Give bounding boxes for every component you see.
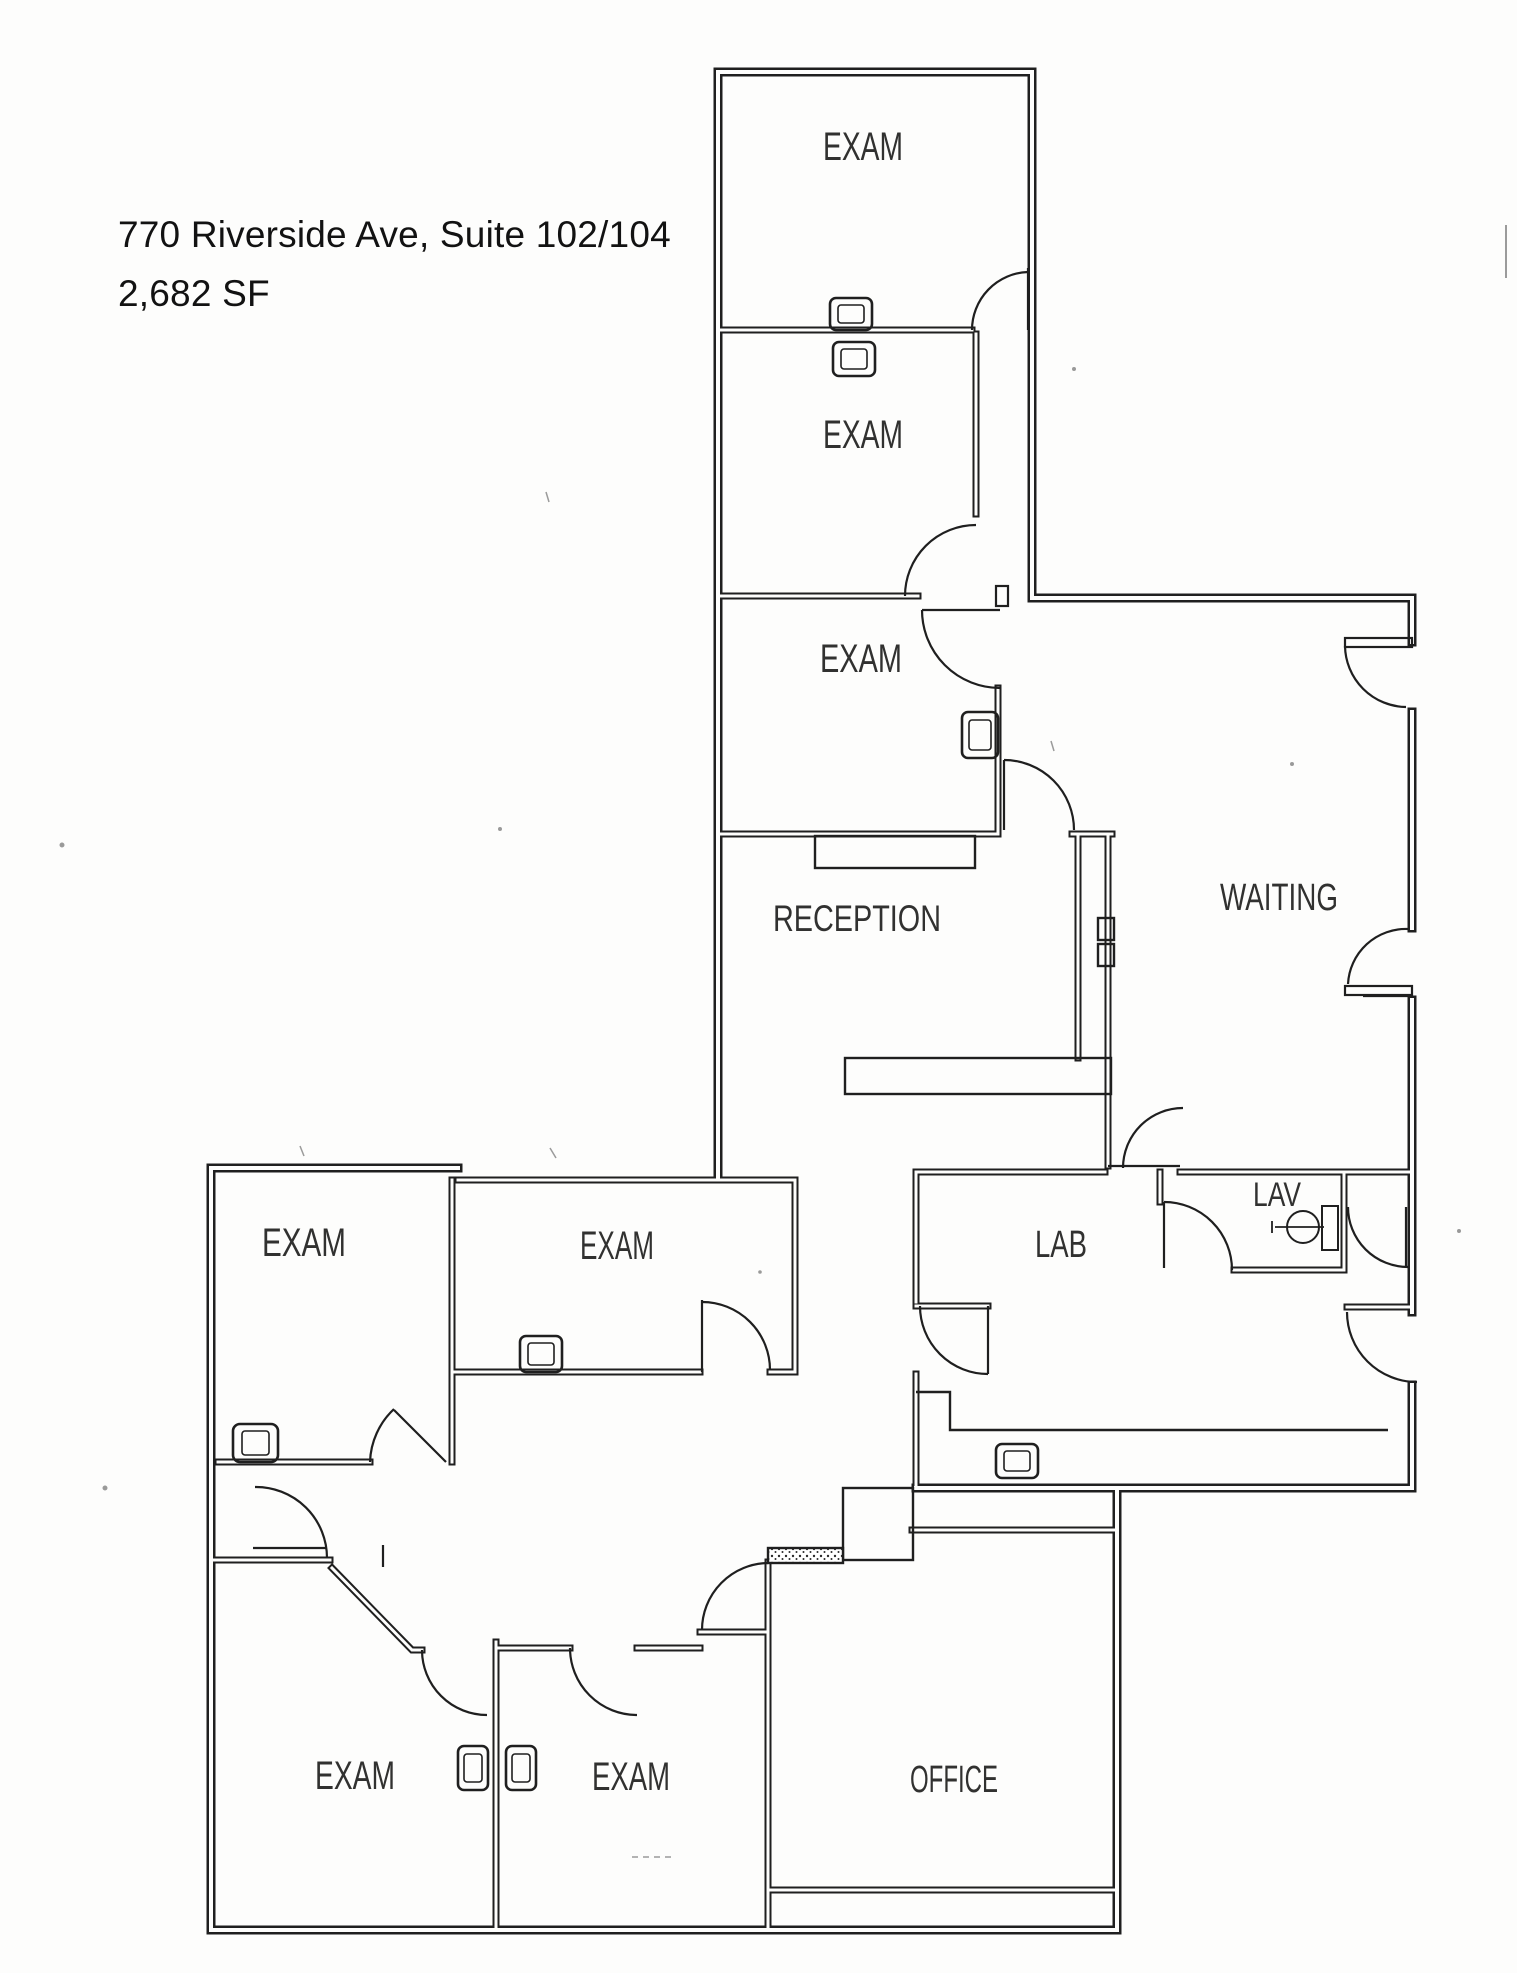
sink-icon	[831, 340, 877, 378]
door-arc-exam-bottom-right	[568, 1647, 638, 1717]
door-arc-alcove	[254, 1485, 329, 1559]
lavatory-sink-icon	[1271, 1210, 1324, 1244]
door-arc-lav-left	[1163, 1200, 1234, 1271]
room-label-exam-bottom-left: EXAM	[315, 1754, 395, 1798]
door-arc-office	[700, 1561, 769, 1631]
entry-lower-door-leaf	[1343, 984, 1414, 997]
pass-through-window	[1096, 916, 1116, 942]
door-arc-exam-mid-left	[368, 1408, 395, 1463]
room-label-reception: RECEPTION	[773, 898, 941, 939]
door-arc-back-door	[1345, 1311, 1418, 1384]
sink-icon	[504, 1744, 538, 1792]
room-label-lab: LAB	[1035, 1224, 1087, 1266]
door-arc-lab	[918, 1305, 989, 1376]
column	[841, 1486, 915, 1562]
room-label-office: OFFICE	[910, 1759, 998, 1801]
sink-icon	[231, 1422, 280, 1464]
exterior-walls	[206, 67, 1417, 1935]
toilet-tank-icon	[1321, 1205, 1339, 1251]
door-arc-exam-upper-middle	[903, 523, 977, 597]
room-label-lav: LAV	[1253, 1176, 1301, 1214]
door-arc-corridor-waiting	[1003, 758, 1076, 831]
door-arc-vestibule	[1121, 1106, 1184, 1169]
door-leaves	[253, 268, 1414, 1567]
room-label-exam-bottom-right: EXAM	[592, 1755, 670, 1799]
door-swings	[254, 270, 1418, 1717]
title-block: 770 Riverside Ave, Suite 102/104 2,682 S…	[118, 205, 671, 323]
reception-counter	[813, 834, 977, 870]
pass-through-window	[1096, 942, 1116, 968]
work-counter	[916, 1390, 1388, 1432]
door-arc-entry-lower	[1346, 927, 1409, 985]
door-arc-entry-upper	[1343, 645, 1407, 709]
built-ins	[766, 834, 1388, 1565]
hatched-wall	[766, 1546, 845, 1565]
door-arc-exam-bottom-left	[420, 1649, 488, 1717]
door-arc-lav-right	[1346, 1206, 1409, 1269]
sink-icon	[960, 710, 1000, 760]
transaction-counter	[843, 1056, 1113, 1096]
interior-walls	[207, 326, 1416, 1934]
room-label-exam-mid-left: EXAM	[262, 1221, 346, 1265]
door-arc-exam-mid-right	[701, 1300, 772, 1371]
room-label-waiting: WAITING	[1220, 877, 1338, 919]
room-label-exam-mid-right: EXAM	[580, 1224, 654, 1268]
sink-icon	[456, 1744, 490, 1792]
room-label-exam-top: EXAM	[823, 125, 903, 169]
sink-icon	[994, 1442, 1040, 1480]
title-area: 2,682 SF	[118, 273, 270, 315]
room-label-exam-middle: EXAM	[820, 637, 902, 681]
room-labels: EXAM EXAM EXAM RECEPTION WAITING LAB LAV…	[262, 125, 1338, 1801]
sink-icon	[828, 296, 874, 332]
door-jamb	[994, 584, 1010, 608]
fixtures	[231, 296, 1339, 1792]
room-label-exam-upper-middle: EXAM	[823, 413, 903, 457]
entry-upper-door-leaf	[1343, 636, 1414, 649]
wall-cores	[209, 70, 1414, 1932]
door-arc-exam-top	[970, 270, 1029, 331]
scan-marks	[59, 225, 1507, 1858]
door-arc-exam-middle	[920, 609, 1001, 690]
title-address: 770 Riverside Ave, Suite 102/104	[118, 214, 671, 255]
sink-icon	[518, 1334, 564, 1374]
